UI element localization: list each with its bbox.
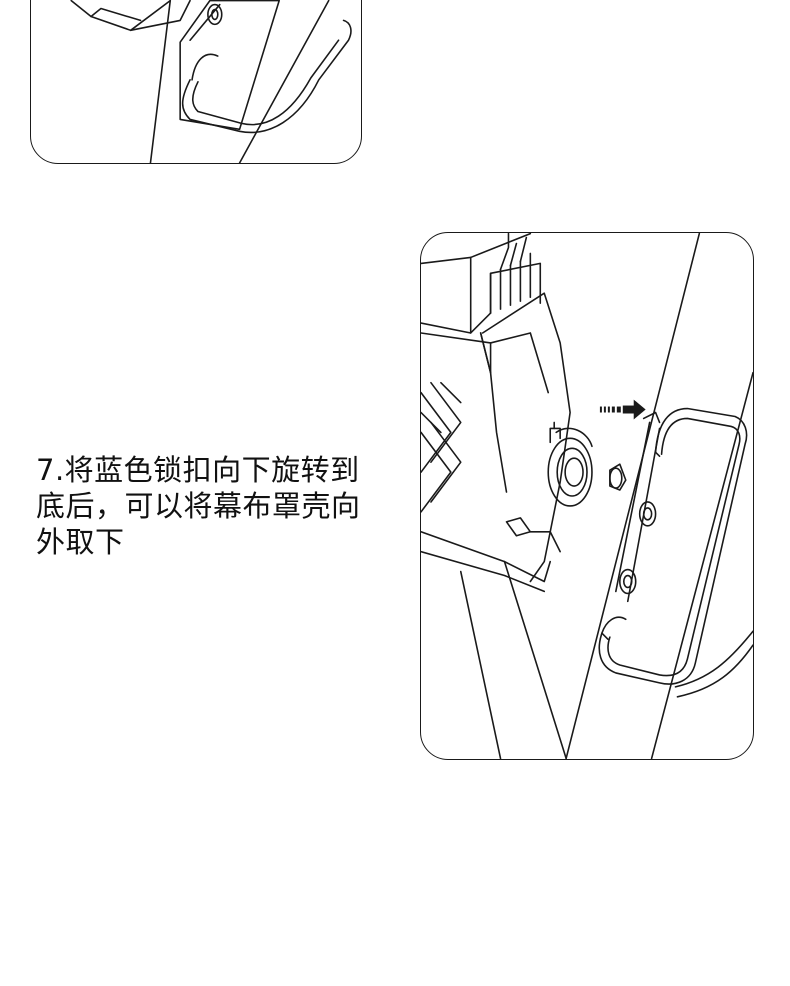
illustration-panel-previous-step [30,0,362,164]
hook-bracket-illustration [70,0,352,163]
instruction-line-2: 底后，可以将幕布罩壳向 [36,489,361,523]
illustration-panel-current-step [420,232,754,760]
instruction-line-3: 外取下 [36,525,125,559]
direction-arrow-right-icon [599,399,646,420]
step-instruction: 7.将蓝色锁扣向下旋转到 底后，可以将幕布罩壳向 外取下 [36,452,376,560]
screen-housing-removal-illustration [421,233,753,759]
instruction-line-1: 7.将蓝色锁扣向下旋转到 [36,453,360,487]
